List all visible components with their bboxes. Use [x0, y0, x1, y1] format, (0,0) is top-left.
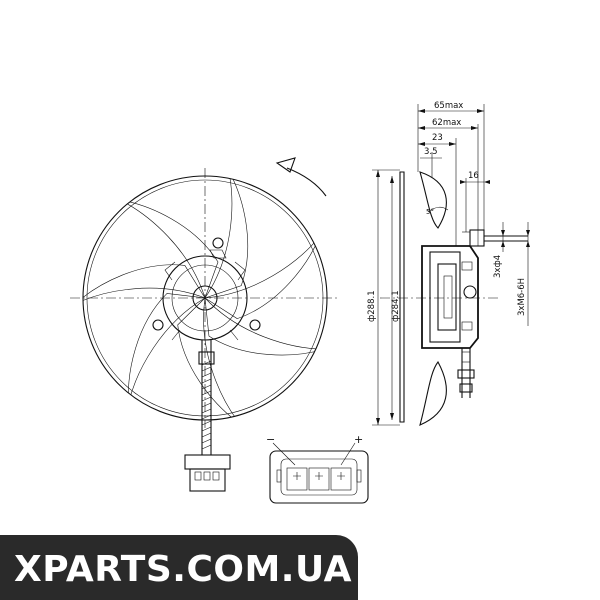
blade-offset-label: 3.5 — [424, 147, 438, 157]
blade-section-upper — [419, 171, 447, 229]
diameter-dimensions: ф288.1 ф284.1 — [367, 169, 401, 426]
blade-rim-profile — [399, 171, 405, 423]
connector-pin-minus — [286, 467, 308, 491]
connector-face-detail: − + — [266, 433, 369, 504]
watermark-text: XPARTS.COM.UA — [14, 549, 352, 590]
blade-diameter-label: ф284.1 — [391, 290, 401, 322]
power-cable — [198, 340, 215, 455]
fan-side-view: ф288.1 ф284.1 65max 62max 23 3.5 — [367, 101, 530, 426]
connector-housing — [269, 450, 369, 504]
housing-depth-label: 62max — [432, 118, 461, 128]
mount-lug-top — [212, 237, 224, 249]
outer-diameter-label: ф288.1 — [367, 290, 377, 322]
motor-core — [429, 251, 461, 343]
mount-offset-label: 16 — [468, 171, 479, 181]
fan-blades — [83, 176, 325, 420]
connector-pin-middle — [308, 467, 330, 491]
depth-dimensions: 65max 62max 23 3.5 16 — [417, 101, 490, 246]
mount-lug-right — [249, 319, 261, 331]
fan-front-view — [70, 157, 340, 492]
mount-holes-label: 3xф4 — [493, 255, 503, 278]
mount-thread-label: 3xM6-6H — [517, 278, 527, 316]
watermark-banner — [0, 535, 358, 600]
connector-minus-label: − — [266, 433, 275, 446]
hub-depth-label: 23 — [432, 133, 443, 143]
rotation-arrow-head — [275, 157, 296, 173]
mount-dimensions: 3xф4 3xM6-6H — [493, 222, 530, 326]
rotation-arrow — [286, 167, 327, 197]
overall-depth-label: 65max — [434, 101, 463, 111]
blade-section-lower — [419, 361, 447, 426]
connector-plus-label: + — [354, 433, 363, 446]
angle-label: 5° — [426, 208, 434, 216]
connector-plug — [184, 454, 231, 492]
mount-lug-left — [152, 319, 164, 331]
connector-pin-plus — [330, 467, 352, 491]
fan-blade — [119, 199, 219, 299]
